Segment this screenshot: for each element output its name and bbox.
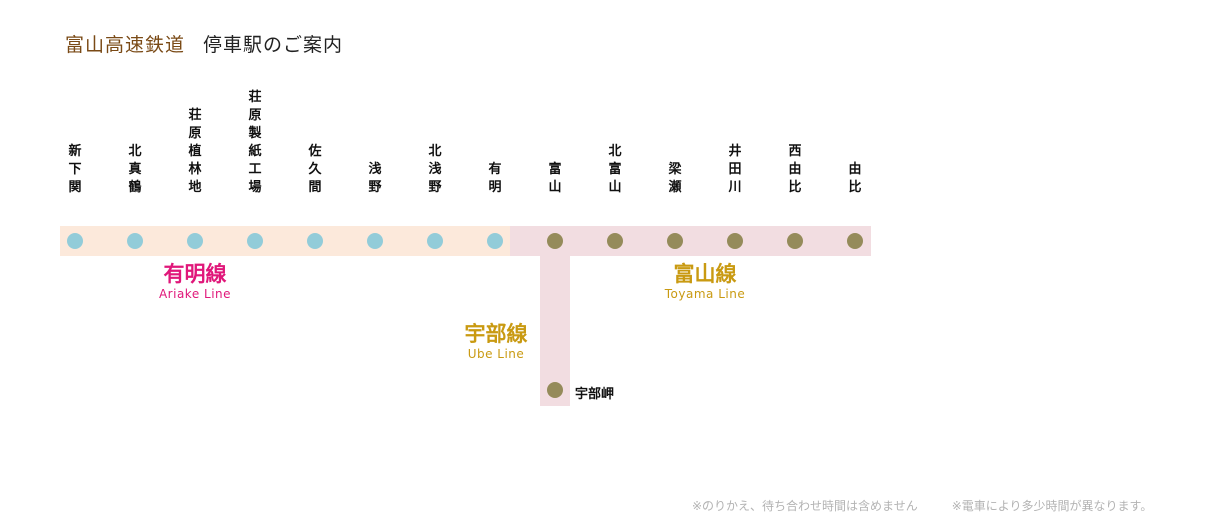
station-dot[interactable] xyxy=(307,233,323,249)
station-name[interactable]: 北浅野 xyxy=(428,144,442,195)
station-dot[interactable] xyxy=(667,233,683,249)
station-name[interactable]: 富山 xyxy=(548,162,562,195)
ariake-line-name-en: Ariake Line xyxy=(158,287,232,301)
ube-line-band xyxy=(540,256,570,406)
ariake-line-label: 有明線 Ariake Line xyxy=(150,261,240,301)
station-dot[interactable] xyxy=(427,233,443,249)
station-name[interactable]: 梁瀬 xyxy=(668,162,682,195)
station-name[interactable]: 有明 xyxy=(488,162,502,195)
station-dot[interactable] xyxy=(367,233,383,249)
ube-line-name-en: Ube Line xyxy=(467,347,525,361)
station-dot[interactable] xyxy=(487,233,503,249)
station-dot[interactable] xyxy=(67,233,83,249)
footnote-transfer: ※のりかえ、待ち合わせ時間は含めません xyxy=(692,499,918,513)
station-name[interactable]: 新下関 xyxy=(68,144,82,195)
station-name[interactable]: 浅野 xyxy=(368,162,382,195)
ube-line-name-jp: 宇部線 xyxy=(464,322,528,346)
footnote-time-variation: ※電車により多少時間が異なります。 xyxy=(951,499,1153,513)
station-name-ube-misaki[interactable]: 宇部岬 xyxy=(575,387,615,402)
page-title: 富山高速鉄道 停車駅のご案内 xyxy=(65,30,343,56)
station-name[interactable]: 北真鶴 xyxy=(128,144,142,195)
station-name[interactable]: 荘原製紙工場 xyxy=(248,90,262,195)
station-name[interactable]: 西由比 xyxy=(788,144,802,195)
toyama-line-name-jp: 富山線 xyxy=(673,262,737,286)
station-name[interactable]: 荘原植林地 xyxy=(188,108,202,195)
footnotes: ※のりかえ、待ち合わせ時間は含めません ※電車により多少時間が異なります。 xyxy=(692,497,1152,514)
ariake-line-name-jp: 有明線 xyxy=(163,262,227,286)
station-name[interactable]: 由比 xyxy=(848,162,862,195)
station-dot[interactable] xyxy=(247,233,263,249)
company-name: 富山高速鉄道 xyxy=(65,33,186,56)
station-dot[interactable] xyxy=(787,233,803,249)
station-name[interactable]: 井田川 xyxy=(728,144,742,195)
station-dot[interactable] xyxy=(847,233,863,249)
toyama-line-label: 富山線 Toyama Line xyxy=(660,261,750,301)
station-dot-ube-misaki[interactable] xyxy=(547,382,563,398)
station-dot[interactable] xyxy=(727,233,743,249)
station-name[interactable]: 北富山 xyxy=(608,144,622,195)
page-subtitle: 停車駅のご案内 xyxy=(203,33,344,56)
toyama-line-name-en: Toyama Line xyxy=(664,287,746,301)
station-dot[interactable] xyxy=(187,233,203,249)
station-dot[interactable] xyxy=(547,233,563,249)
toyama-line-band xyxy=(510,226,871,256)
ube-line-label: 宇部線 Ube Line xyxy=(451,321,541,361)
station-name[interactable]: 佐久間 xyxy=(308,144,322,195)
station-dot[interactable] xyxy=(127,233,143,249)
station-dot[interactable] xyxy=(607,233,623,249)
